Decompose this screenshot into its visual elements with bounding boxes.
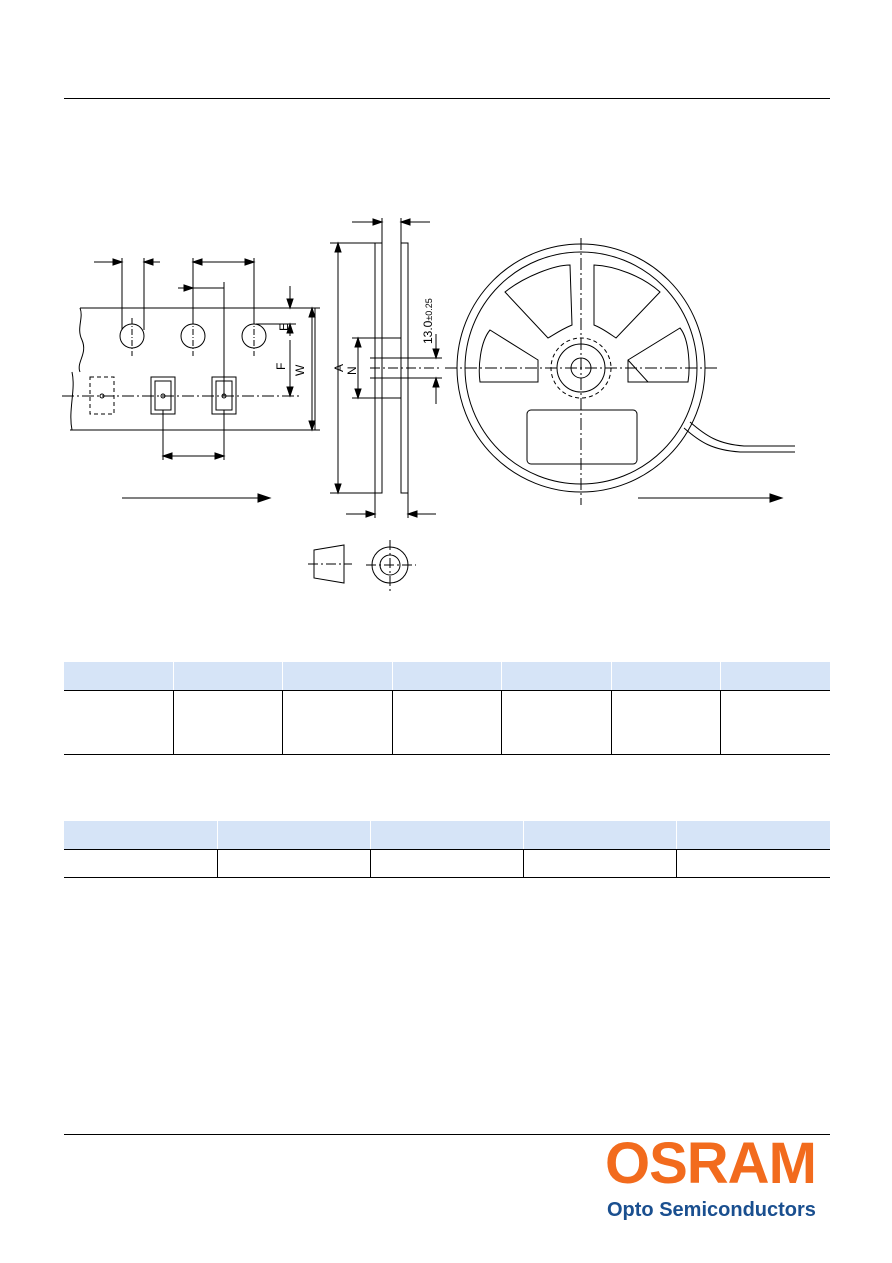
table-header-cell (523, 821, 677, 850)
table-cell (64, 849, 218, 878)
table-header-cell (391, 662, 502, 691)
table-header-cell (501, 662, 612, 691)
table-header-cell (216, 821, 371, 850)
table-header-row (64, 821, 830, 850)
reel-front-view (445, 238, 795, 505)
tape-and-reel-drawing: E F W A N 13.0±0.25 (62, 218, 795, 592)
table-header-cell (64, 662, 174, 691)
table-header-cell (369, 821, 524, 850)
table-row (64, 849, 830, 878)
table-header-cell (172, 662, 283, 691)
table-header-cell (282, 662, 393, 691)
label-f: F (274, 363, 288, 370)
table-header-row (64, 662, 830, 691)
reel-window (478, 329, 539, 383)
table-cell (720, 690, 830, 755)
label-w: W (293, 364, 307, 376)
table-cell (610, 690, 721, 755)
table-cell (64, 690, 174, 755)
hub-dimension: 13.0±0.25 (421, 298, 435, 344)
tape-dimensions (94, 258, 320, 503)
carrier-tape (62, 307, 316, 431)
label-a: A (332, 364, 346, 372)
table-cell (501, 690, 612, 755)
reel-side-view (330, 218, 442, 518)
reel-window (627, 327, 690, 383)
spec-table-2 (64, 821, 830, 878)
label-e: E (277, 323, 291, 331)
osram-logo: OSRAM Opto Semiconductors (605, 1131, 833, 1227)
table-cell (523, 849, 677, 878)
table-row (64, 690, 830, 755)
table-cell (216, 849, 371, 878)
label-n: N (345, 366, 359, 375)
table-cell (172, 690, 283, 755)
reel-label-area (526, 409, 638, 465)
logo-tagline: Opto Semiconductors (607, 1199, 816, 1221)
table-cell (676, 849, 830, 878)
table-header-cell (64, 821, 218, 850)
hub-detail (308, 540, 416, 592)
footer-rule (64, 1134, 830, 1135)
reel-window (593, 264, 661, 339)
table-cell (369, 849, 524, 878)
table-header-cell (676, 821, 830, 850)
table-cell (282, 690, 393, 755)
table-header-cell (720, 662, 830, 691)
spec-table-1 (64, 662, 830, 755)
table-header-cell (610, 662, 721, 691)
table-cell (391, 690, 502, 755)
header-rule (64, 98, 830, 99)
logo-wordmark: OSRAM (605, 1131, 817, 1196)
reel-window (504, 264, 573, 339)
